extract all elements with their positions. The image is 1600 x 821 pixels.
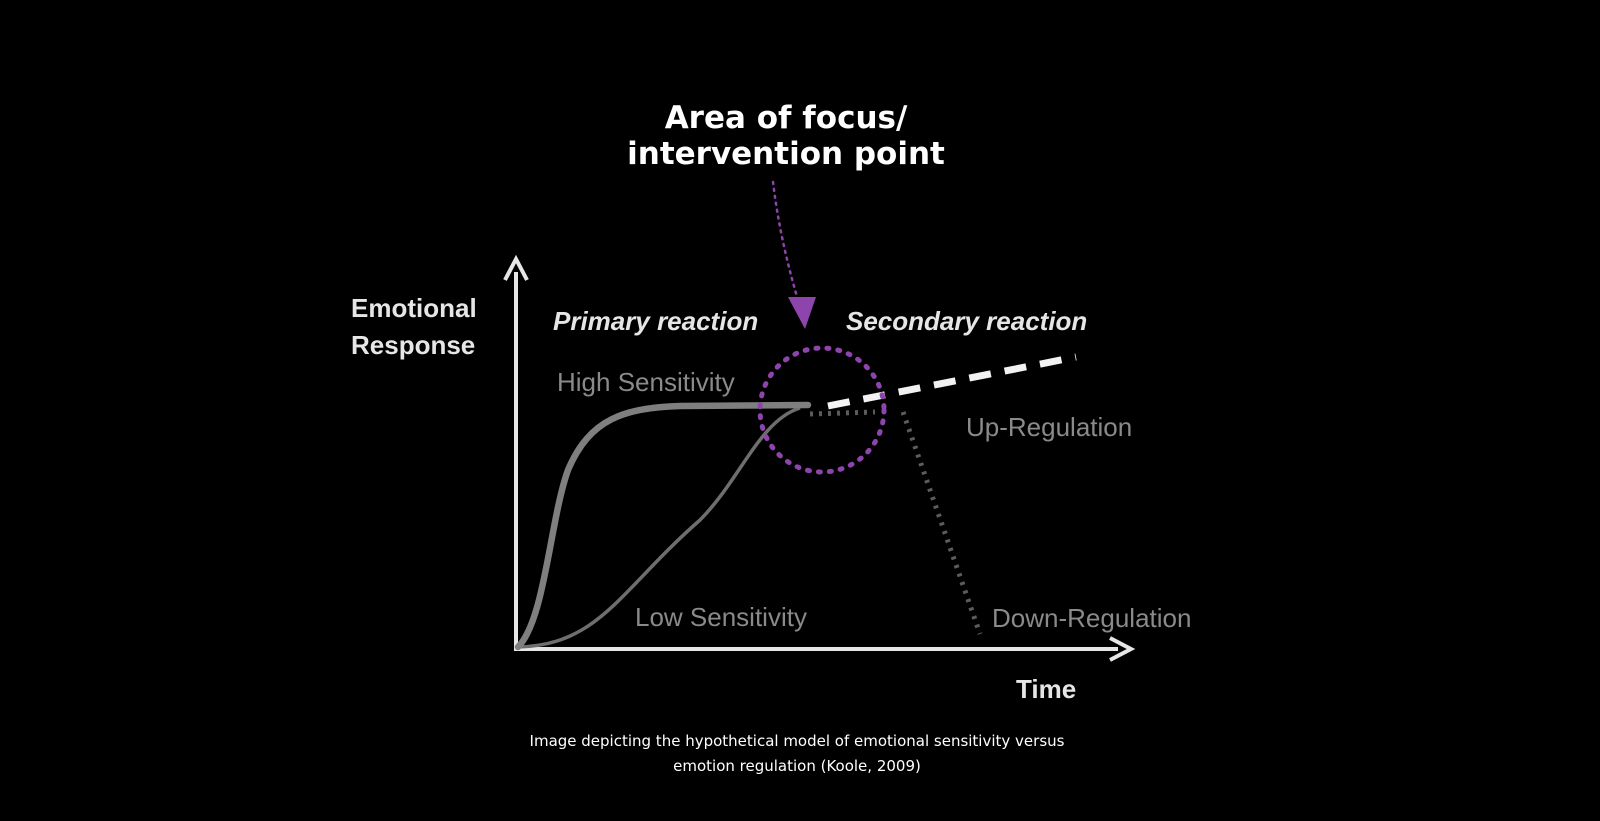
x-axis-title: Time (1016, 674, 1076, 704)
annotation-pointer-arrowhead (788, 297, 816, 329)
x-axis-arrowhead (1109, 636, 1136, 662)
plateau-dotted-line (809, 409, 876, 417)
low-sensitivity-curve (517, 406, 801, 649)
caption-line1: Image depicting the hypothetical model o… (530, 732, 1065, 750)
up-regulation-line (827, 353, 1077, 410)
annotation-title-line2: intervention point (627, 136, 945, 172)
caption-line2: emotion regulation (Koole, 2009) (673, 757, 921, 775)
down-regulation-label: Down-Regulation (992, 603, 1191, 633)
high-sensitivity-curve (514, 401, 812, 651)
y-axis-title-line2: Response (351, 330, 475, 360)
y-axis-arrowhead (503, 254, 529, 281)
down-regulation-line (900, 411, 983, 635)
secondary-reaction-label: Secondary reaction (846, 306, 1087, 336)
high-sensitivity-label: High Sensitivity (557, 367, 735, 397)
intervention-focus-circle (757, 345, 887, 475)
low-sensitivity-label: Low Sensitivity (635, 602, 807, 632)
annotation-pointer-line (771, 180, 800, 302)
annotation-title-line1: Area of focus/ (665, 100, 908, 136)
primary-reaction-label: Primary reaction (553, 306, 758, 336)
y-axis-title-line1: Emotional (351, 293, 477, 323)
up-regulation-label: Up-Regulation (966, 412, 1132, 442)
